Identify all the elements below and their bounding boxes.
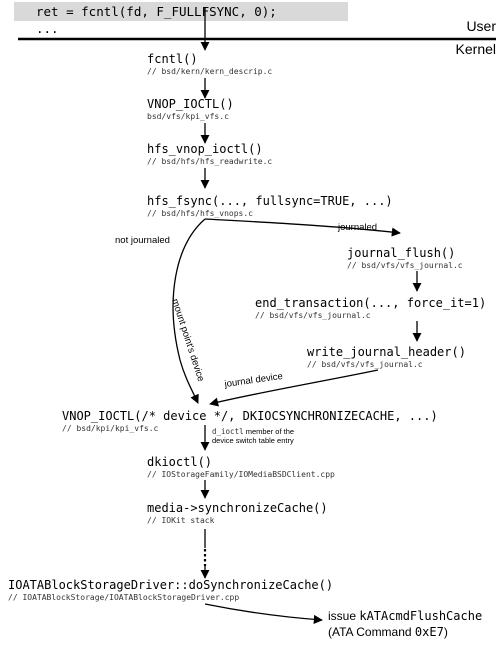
ata-prefix: (ATA Command [328,625,415,639]
arrow-journaled [204,218,401,237]
vnop-ioctl-function: VNOP_IOCTL() [147,97,234,111]
dkioctl-function: dkioctl() [147,455,212,469]
d-ioctl-note-line2: device switch table entry [212,436,294,445]
end-transaction-source-path: // bsd/vfs/vfs_journal.c [255,311,371,320]
arrow-to-issue-command [204,603,323,624]
issue-word: issue [328,609,359,623]
journal-flush-source-path: // bsd/vfs/vfs_journal.c [347,261,463,270]
issue-command-name: kATAcmdFlushCache [359,609,482,623]
hfs-vnop-ioctl-source-path: // bsd/hfs/hfs_readwrite.c [147,157,272,166]
not-journaled-label: not journaled [115,235,170,246]
fcntl-source-path: // bsd/kern/kern_descrip.c [147,67,272,76]
user-call-text: ret = fcntl(fd, F_FULLFSYNC, 0); [36,4,277,19]
arrow-not-journaled [172,218,206,404]
d-ioctl-code: d_ioctl [212,427,244,436]
hfs-fsync-source-path: // bsd/hfs/hfs_vnops.c [147,209,253,218]
vnop-ioctl-device-source-path: // bsd/kpi/kpi_vfs.c [62,424,159,433]
user-call-highlight [14,2,348,21]
user-ellipsis: ... [36,21,59,36]
journaled-label: journaled [337,222,377,233]
hfs-vnop-ioctl-function: hfs_vnop_ioctl() [147,142,263,156]
journal-flush-function: journal_flush() [347,246,455,260]
ata-code: 0xE7 [415,625,444,639]
write-journal-header-function: write_journal_header() [307,345,466,359]
arrow-journal-device [209,369,379,407]
fcntl-function: fcntl() [147,52,198,66]
kernel-label: Kernel [456,41,496,57]
vnop-ioctl-device-function: VNOP_IOCTL(/* device */, DKIOCSYNCHRONIZ… [62,409,438,423]
d-ioctl-note-line1: d_ioctl member of the [212,427,294,436]
ioata-source-path: // IOATABlockStorage/IOATABlockStorageDr… [8,593,239,602]
d-ioctl-rest: member of the [244,427,294,436]
issue-command-line: issue kATAcmdFlushCache [328,609,482,623]
journal-device-label: journal device [223,371,284,390]
end-transaction-function: end_transaction(..., force_it=1) [255,296,486,310]
media-sync-source-path: // IOKit stack [147,516,215,525]
ioata-function: IOATABlockStorageDriver::doSynchronizeCa… [8,578,333,592]
dkioctl-source-path: // IOStorageFamily/IOMediaBSDClient.cpp [147,470,335,479]
hfs-fsync-function: hfs_fsync(..., fullsync=TRUE, ...) [147,194,393,208]
user-label: User [466,18,496,34]
ata-suffix: ) [444,625,448,639]
write-journal-header-source-path: // bsd/vfs/vfs_journal.c [307,360,423,369]
mount-point-device-label: mount point's device [169,298,206,383]
media-sync-function: media->synchronizeCache() [147,501,328,515]
ata-command-line: (ATA Command 0xE7) [328,625,448,639]
vnop-ioctl-source-path: bsd/vfs/kpi_vfs.c [147,112,229,121]
